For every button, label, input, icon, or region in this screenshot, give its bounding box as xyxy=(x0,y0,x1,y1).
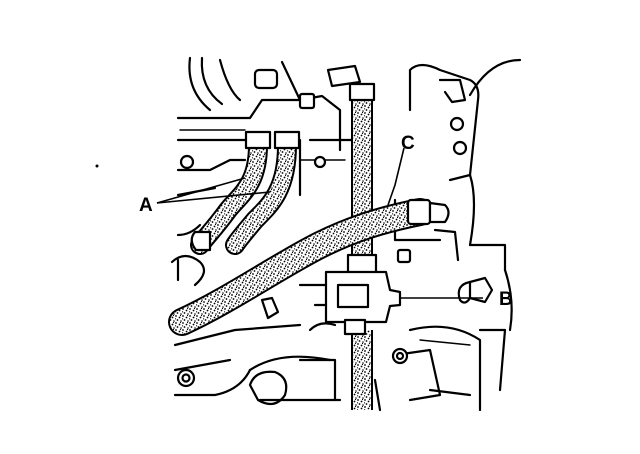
hose-clamp-icon xyxy=(273,130,301,150)
clamp-icon xyxy=(326,64,362,88)
callout-leaders xyxy=(156,147,483,299)
callout-label-b: B xyxy=(499,289,513,310)
callout-label-c: C xyxy=(401,133,415,154)
bolt-icon xyxy=(395,351,405,361)
hose-clamp-icon xyxy=(348,82,376,102)
hose-clamp-icon xyxy=(406,198,432,226)
stray-mark xyxy=(95,164,99,168)
vacuum-hose-a-pair xyxy=(190,130,301,255)
bolt-icon xyxy=(313,155,327,169)
bolt-icon xyxy=(181,373,191,383)
vacuum-switching-valve xyxy=(298,253,402,336)
vertical-hose xyxy=(348,82,376,410)
callout-label-a: A xyxy=(139,195,153,216)
main-hose-c xyxy=(168,198,450,336)
hose-clamp-icon xyxy=(244,130,272,150)
bolts xyxy=(176,64,412,388)
bolt-icon xyxy=(179,154,195,170)
clip-b xyxy=(457,276,494,304)
bolt-icon xyxy=(298,92,316,110)
bolt-icon xyxy=(396,248,412,264)
